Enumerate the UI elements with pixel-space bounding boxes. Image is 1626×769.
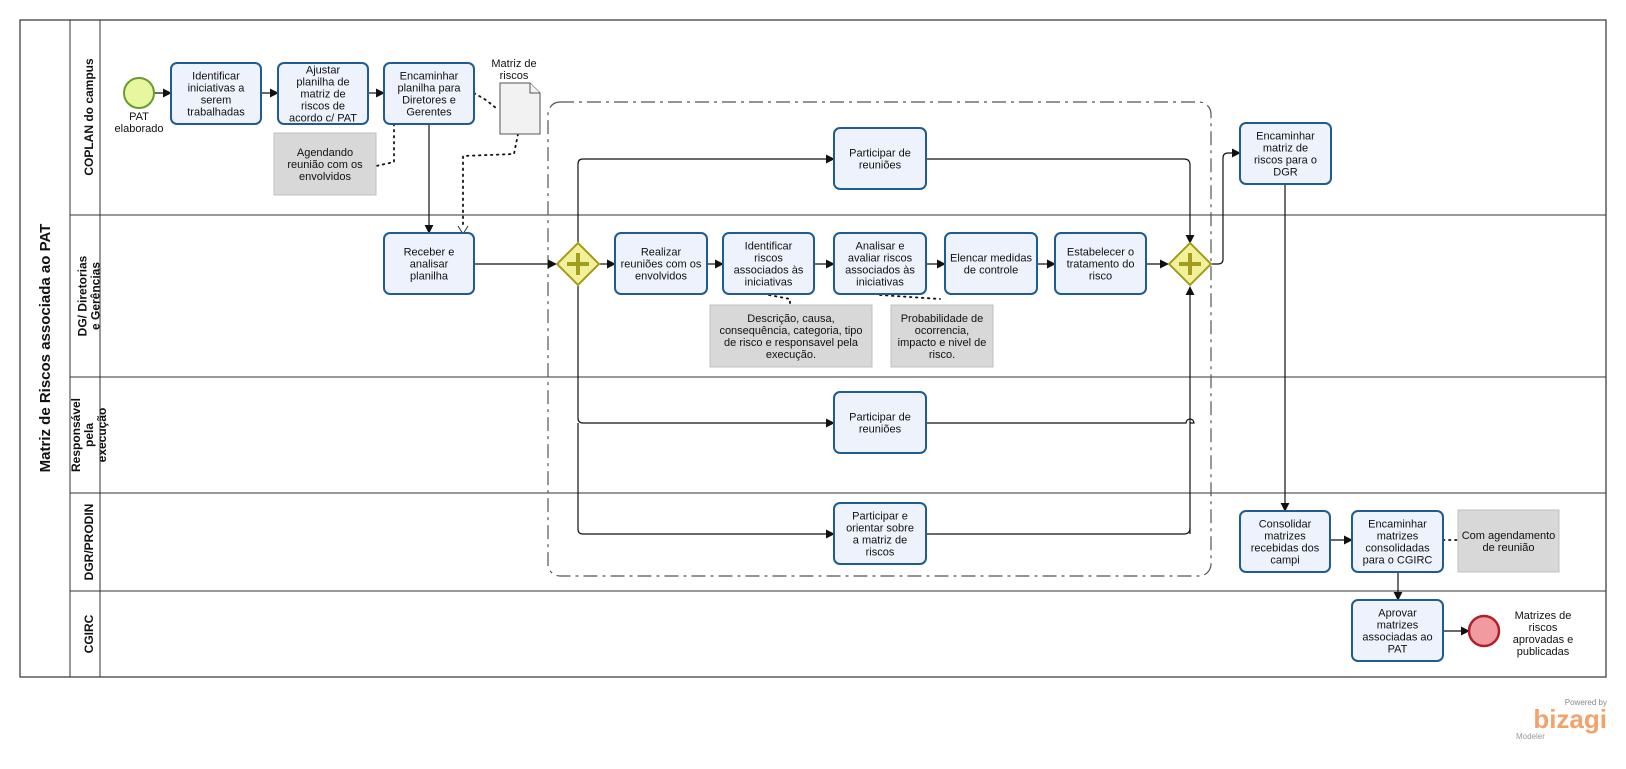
lane-labels: COPLAN do campus DG/ Diretoriase Gerênci…	[69, 58, 109, 653]
task-box	[1239, 510, 1331, 573]
product-name: Modeler	[1516, 732, 1545, 741]
lane-label-coplan: COPLAN do campus	[82, 58, 96, 176]
task-box	[383, 232, 475, 295]
task-box	[1054, 232, 1147, 295]
annotation-box	[709, 304, 873, 368]
task-box	[383, 62, 475, 125]
task-box	[833, 232, 927, 295]
annotation-n2[interactable]: Descrição, causa,consequência, categoria…	[709, 304, 873, 368]
lane-label-responsavel: Responsávelpelaexecução	[69, 398, 109, 472]
lane-label-cgirc: CGIRC	[82, 614, 96, 653]
annotation-box	[890, 304, 994, 368]
task-box	[833, 127, 927, 190]
powered-by-text: Powered by	[1565, 698, 1607, 707]
annotation-box	[1457, 509, 1560, 573]
sequence-flows	[154, 88, 1470, 636]
parallel-gateway-join[interactable]	[1167, 241, 1213, 287]
task-box	[833, 391, 927, 454]
task-box	[1351, 510, 1444, 573]
bizagi-logo: Powered by bizagi Modeler	[1516, 698, 1607, 741]
subprocess-boundary	[547, 101, 1212, 577]
task-box	[1351, 599, 1444, 662]
task-box	[170, 62, 262, 125]
task-box	[722, 232, 815, 295]
associations	[375, 92, 1459, 541]
task-box	[277, 62, 369, 125]
parallel-gateway-split[interactable]	[555, 241, 601, 287]
task-box	[833, 502, 927, 565]
task-box	[614, 232, 708, 295]
annotation-box	[273, 132, 377, 196]
lane-label-dgr-prodin: DGR/PRODIN	[82, 504, 96, 581]
task-box	[944, 232, 1038, 295]
task-box	[1239, 122, 1332, 185]
lane-label-dg: DG/ Diretoriase Gerências	[76, 255, 103, 336]
brand-name: bizagi	[1533, 704, 1607, 734]
annotation-label: Descrição, causa,consequência, categoria…	[719, 313, 862, 361]
pool-title: Matriz de Riscos associada ao PAT	[37, 224, 54, 473]
pool: Matriz de Riscos associada ao PAT	[19, 19, 1607, 678]
